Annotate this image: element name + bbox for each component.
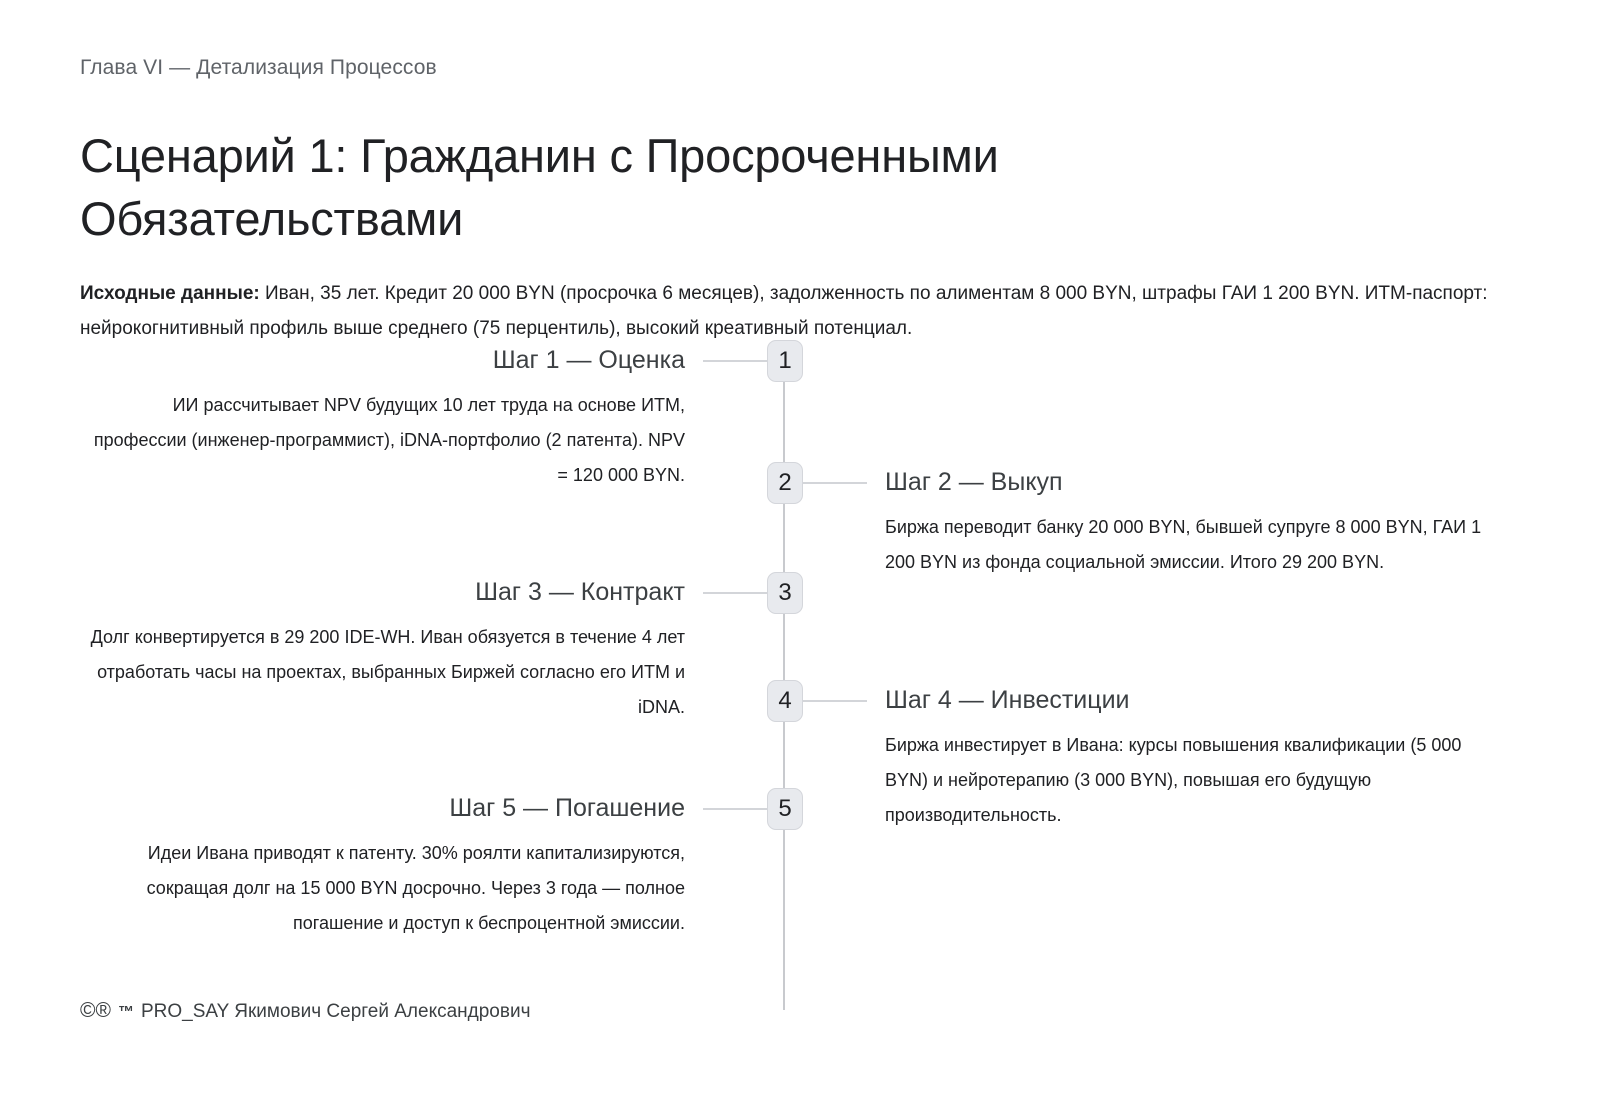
step-title: Шаг 2 — Выкуп [885,468,1063,496]
intro-text: Иван, 35 лет. Кредит 20 000 BYN (просроч… [80,283,1488,340]
step-title: Шаг 4 — Инвестиции [885,686,1130,714]
footer-credit: © ® ™ PRO_SAY Якимович Сергей Александро… [80,1000,530,1023]
step-connector-line [703,808,767,810]
step-connector-line [703,592,767,594]
intro-paragraph: Исходные данные: Иван, 35 лет. Кредит 20… [80,276,1500,346]
step-body: Идеи Ивана приводят к патенту. 30% роялт… [146,843,685,934]
page-title: Сценарий 1: Гражданин с Просроченными Об… [80,129,999,245]
step-number-badge[interactable]: 4 [767,680,803,722]
intro-label: Исходные данные: [80,283,260,304]
trademark-icon: ™ [117,1004,134,1021]
step-body: Долг конвертируется в 29 200 IDE-WH. Ива… [90,627,685,718]
step-title: Шаг 5 — Погашение [449,794,685,822]
step-number-badge[interactable]: 5 [767,788,803,830]
step-number-badge[interactable]: 1 [767,340,803,382]
chapter-kicker: Глава VI — Детализация Процессов [80,56,437,79]
step-connector-line [703,360,767,362]
step-connector-line [803,700,867,702]
registered-trademark-icon: ® [95,999,111,1022]
footer-owner-name: PRO_SAY Якимович Сергей Александрович [140,1001,531,1022]
step-title: Шаг 1 — Оценка [492,346,685,374]
step-number-badge[interactable]: 2 [767,462,803,504]
step-connector-line [803,482,867,484]
timeline: 1 Шаг 1 — Оценка ИИ рассчитывает NPV буд… [80,340,1520,1010]
copyright-icon: © [80,999,96,1022]
step-title: Шаг 3 — Контракт [475,578,685,606]
step-body: Биржа инвестирует в Ивана: курсы повышен… [885,735,1462,826]
step-number-badge[interactable]: 3 [767,572,803,614]
step-body: Биржа переводит банку 20 000 BYN, бывшей… [885,517,1482,573]
step-body: ИИ рассчитывает NPV будущих 10 лет труда… [93,395,685,486]
